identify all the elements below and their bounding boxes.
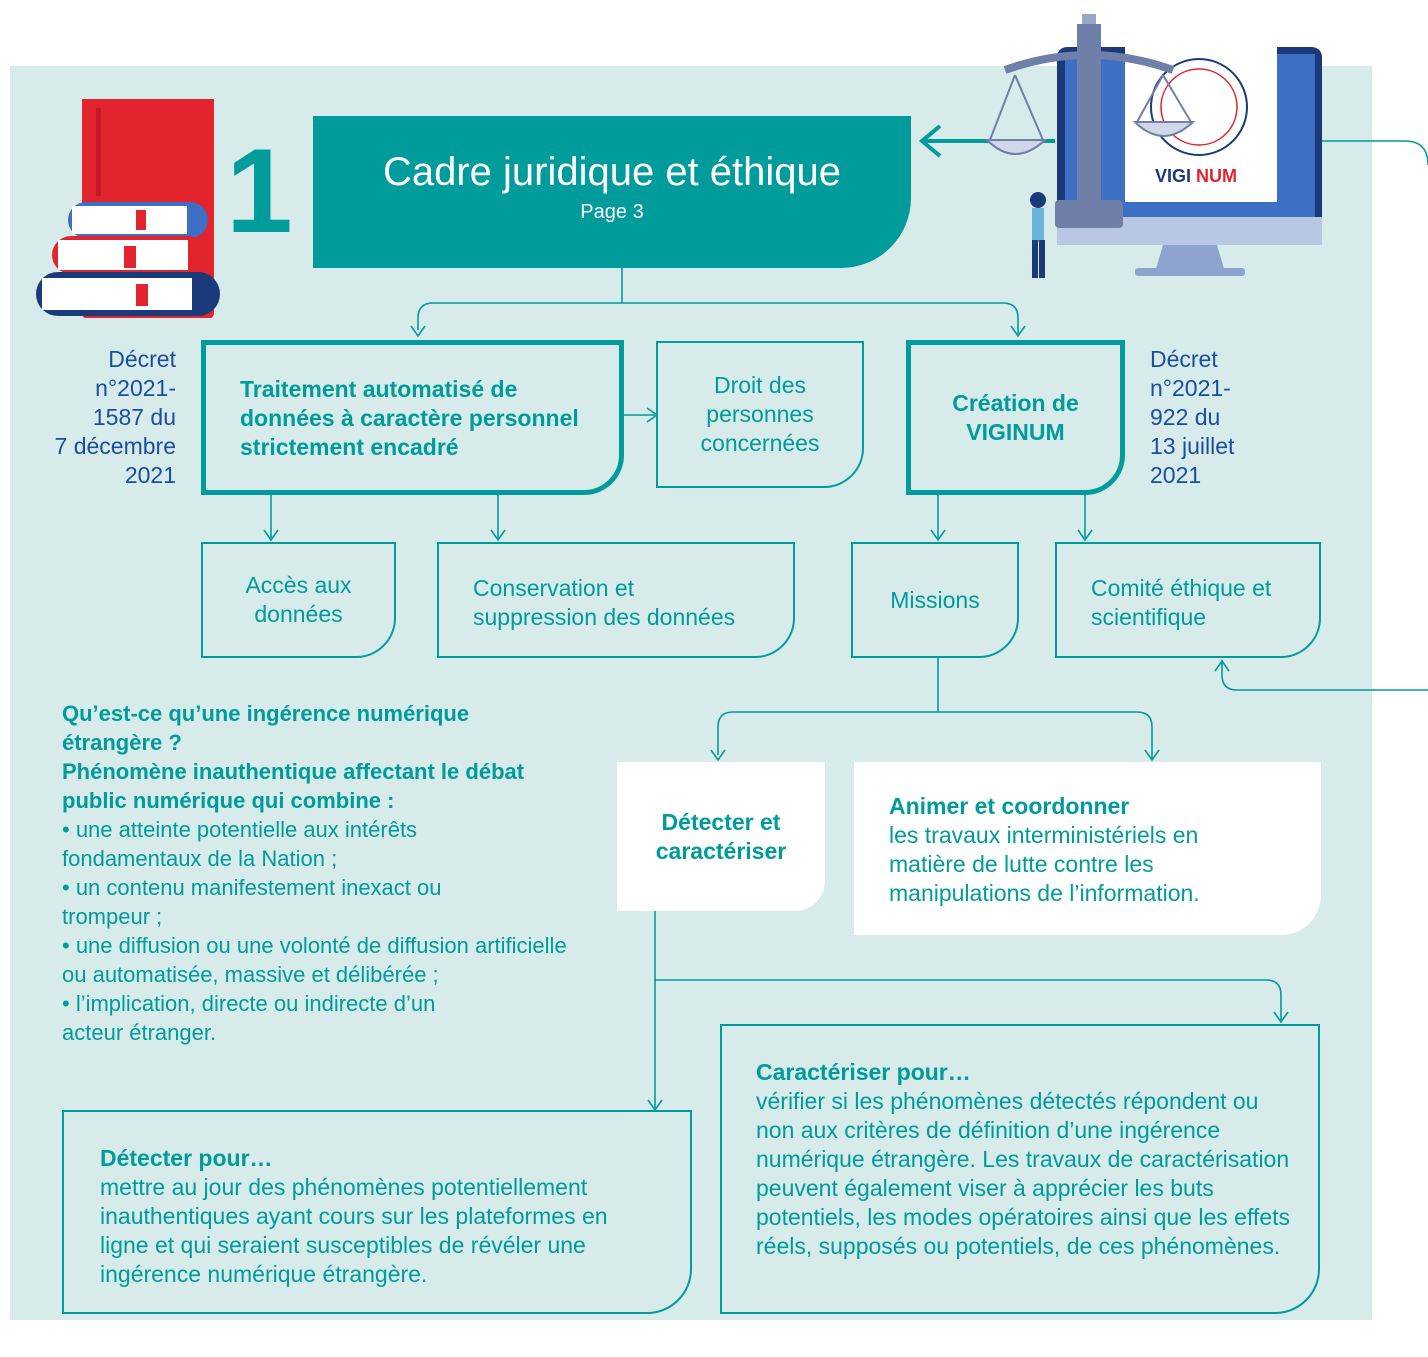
- decret-left-line: 2021: [124, 462, 176, 488]
- justice-scale-icon: [985, 14, 1196, 278]
- definition-item: • l’implication, directe ou indirecte d’…: [62, 991, 436, 1045]
- page-title: Cadre juridique et éthique: [382, 150, 842, 194]
- definition-item: • une diffusion ou une volonté de diffus…: [62, 933, 567, 987]
- books-icon: [36, 99, 220, 318]
- box-detecter-caracteriser: Détecter et caractériser: [617, 762, 825, 911]
- logo-text-part1: VIGI: [1155, 166, 1191, 186]
- box-conservation-text: Conservation et suppression des données: [473, 575, 736, 630]
- definition-intro: Phénomène inauthentique affectant le déb…: [62, 759, 525, 813]
- box-creation: Création de VIGINUM: [906, 340, 1125, 495]
- box-animer: Animer et coordonner les travaux intermi…: [854, 762, 1321, 935]
- box-detecter-pour: Détecter pour… mettre au jour des phénom…: [62, 1110, 692, 1314]
- box-acces: Accès aux données: [201, 542, 396, 658]
- decret-right-line: 13 juillet: [1150, 433, 1235, 459]
- page-reference: Page 3: [580, 201, 644, 223]
- decret-left-line: 7 décembre: [54, 433, 176, 459]
- box-acces-text: Accès aux données: [245, 572, 352, 627]
- box-missions-text: Missions: [890, 586, 980, 613]
- box-detecter-caracteriser-text: Détecter et caractériser: [655, 808, 787, 864]
- logo-text-part2: NUM: [1196, 166, 1237, 186]
- decret-right-line: n°2021-: [1150, 375, 1231, 401]
- decret-right-line: 2021: [1150, 462, 1202, 488]
- box-traitement: Traitement automatisé de données à carac…: [201, 340, 624, 495]
- definition-item: • une atteinte potentielle aux intérêts …: [62, 817, 418, 871]
- decret-left: Décret n°2021- 1587 du 7 décembre 2021: [36, 345, 176, 490]
- monitor-icon: VIGI NUM: [1057, 32, 1322, 276]
- box-droit-text: Droit des personnes concernées: [700, 372, 820, 456]
- definition-heading: Qu’est-ce qu’une ingérence numérique étr…: [62, 701, 470, 755]
- box-conservation: Conservation et suppression des données: [437, 542, 795, 658]
- box-missions: Missions: [851, 542, 1019, 658]
- decret-left-line: Décret: [108, 346, 176, 372]
- box-caracteriser-pour: Caractériser pour… vérifier si les phéno…: [720, 1024, 1320, 1314]
- detecter-pour-body: mettre au jour des phénomènes potentiell…: [100, 1174, 608, 1287]
- decret-right-line: 922 du: [1150, 404, 1221, 430]
- caracteriser-pour-title: Caractériser pour…: [756, 1059, 971, 1085]
- box-comite-text: Comité éthique et scientifique: [1091, 575, 1272, 630]
- box-traitement-text: Traitement automatisé de données à carac…: [240, 376, 579, 460]
- decret-left-line: 1587 du: [92, 404, 176, 430]
- decret-right: Décret n°2021- 922 du 13 juillet 2021: [1150, 345, 1290, 490]
- box-creation-text: Création de VIGINUM: [952, 389, 1079, 445]
- box-animer-body: les travaux interministériels en matière…: [889, 822, 1200, 906]
- section-number: 1: [226, 124, 293, 258]
- box-comite: Comité éthique et scientifique: [1055, 542, 1321, 658]
- decret-left-line: n°2021-: [95, 375, 176, 401]
- title-box: Cadre juridique et éthique Page 3: [313, 116, 911, 268]
- box-droit: Droit des personnes concernées: [656, 341, 864, 488]
- definition-item: • un contenu manifestement inexact ou tr…: [62, 875, 442, 929]
- detecter-pour-title: Détecter pour…: [100, 1145, 273, 1171]
- caracteriser-pour-body: vérifier si les phénomènes détectés répo…: [756, 1088, 1290, 1259]
- definition-block: Qu’est-ce qu’une ingérence numérique étr…: [62, 699, 582, 1047]
- decret-right-line: Décret: [1150, 346, 1218, 372]
- box-animer-title: Animer et coordonner: [889, 793, 1130, 819]
